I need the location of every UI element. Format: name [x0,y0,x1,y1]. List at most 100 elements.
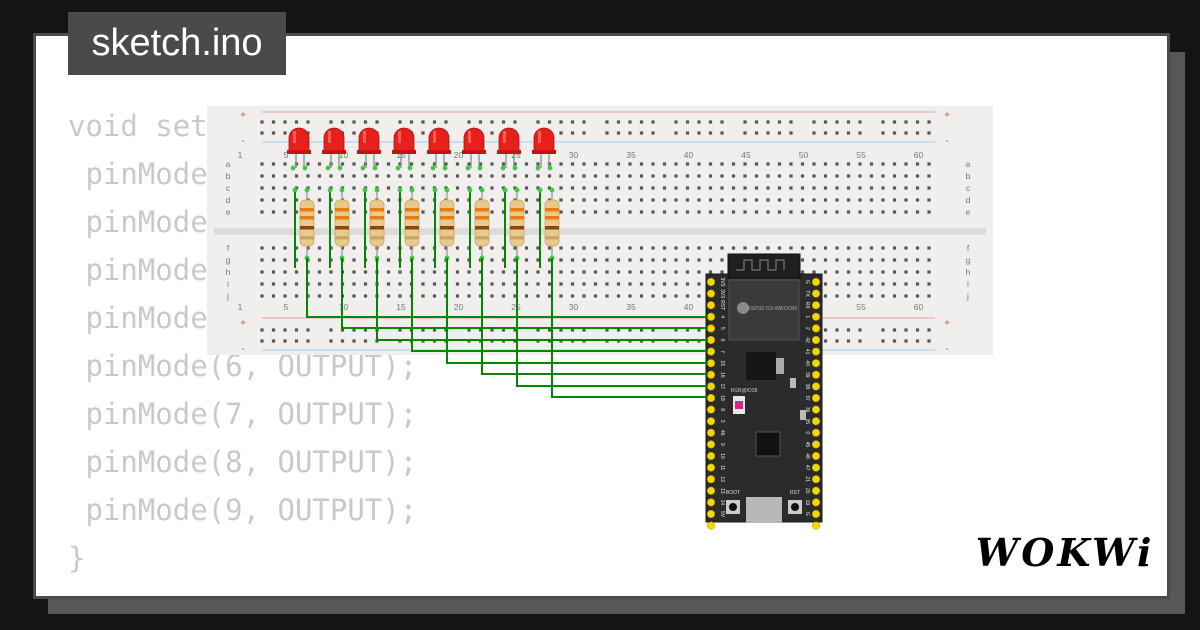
hole [720,198,724,202]
rail-hole [375,120,379,124]
hole [398,162,402,166]
hole [697,186,701,190]
hole [685,294,690,298]
hole [812,198,816,202]
hole [628,246,632,250]
hole [800,174,805,178]
hole [317,294,322,298]
hole [260,174,264,178]
hole [743,246,747,250]
hole [386,246,391,250]
hole [536,198,540,202]
hole [892,198,897,202]
hole [835,270,839,274]
rail-hole [881,131,885,135]
rail-hole [271,120,276,124]
hole [306,174,310,178]
hole [593,162,598,166]
breadboard-channel [214,228,986,235]
hole [605,174,609,178]
wire-green [376,258,708,341]
hole [593,246,598,250]
hole [513,246,517,250]
hole [639,186,644,190]
rail-hole [306,120,310,124]
column-number: 40 [684,150,694,160]
rail-hole [432,328,437,332]
hole [513,186,517,190]
hole [869,186,874,190]
rail-hole [329,120,333,124]
hole [386,210,391,214]
header-pin-left [706,521,715,530]
hole [731,198,736,202]
hole [386,282,391,286]
hole [536,270,540,274]
connection-dot [292,187,298,193]
rail-hole [858,328,862,332]
rail-hole [536,328,540,332]
hole [271,186,276,190]
header-pin-left [706,277,715,286]
file-tab[interactable]: sketch.ino [68,12,286,75]
rail-hole [628,120,632,124]
hole [294,186,299,190]
red-led-shine [328,131,331,143]
hole [490,198,494,202]
hole [271,198,276,202]
rail-hole [720,120,724,124]
hole [570,258,575,262]
hole [593,294,598,298]
wire-green [481,258,708,375]
column-number: 25 [511,150,521,160]
hole [743,210,747,214]
hole [835,162,839,166]
rail-hole [892,120,897,124]
column-number: 35 [626,302,636,312]
rail-hole [283,328,287,332]
rgb-led-core [735,401,743,409]
column-number: 1 [238,302,243,312]
hole [927,282,931,286]
hole [628,282,632,286]
hole [294,198,299,202]
rail-hole [754,120,759,124]
hole [536,294,540,298]
hole [363,294,368,298]
hole [501,198,506,202]
hole [892,258,897,262]
hole [892,282,897,286]
hole [559,282,563,286]
rail-hole [846,131,851,135]
red-led [358,127,380,153]
rail-hole [812,131,816,135]
hole [513,162,517,166]
esp32-chip [755,431,781,457]
hole [570,270,575,274]
rail-hole [881,120,885,124]
hole [628,210,632,214]
row-letter: b [966,171,971,181]
resistor-band [405,216,419,220]
row-letter: f [227,243,230,253]
hole [881,210,885,214]
hole [444,246,448,250]
hole [754,174,759,178]
hole [582,210,586,214]
pin-label-right: 41 [804,349,810,355]
column-number: 15 [396,302,406,312]
hole [582,186,586,190]
hole [570,198,575,202]
column-number: 50 [799,150,809,160]
row-letter: d [966,195,971,205]
hole [858,258,862,262]
hole [605,270,609,274]
column-number: 30 [569,150,579,160]
red-led-rim [462,150,486,154]
hole [340,174,345,178]
hole [421,246,425,250]
hole [651,282,655,286]
column-number: 45 [741,150,751,160]
hole [789,174,793,178]
resistor-band [475,208,489,212]
